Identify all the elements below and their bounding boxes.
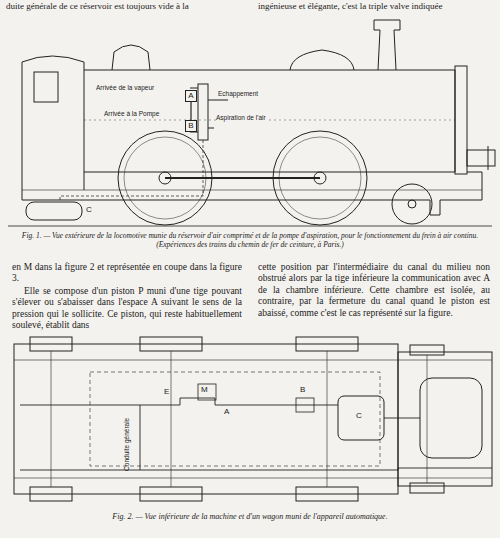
pipe-connector	[190, 102, 191, 120]
body-text: duite générale de ce réservoir est toujo…	[6, 1, 242, 12]
callout-letter: C	[356, 412, 362, 421]
body-text: ingénieuse et élégante, c'est la triple …	[258, 1, 496, 12]
figure-caption: Fig. 1. — Vue extérieure de la locomotiv…	[12, 231, 488, 249]
pipe-label: Conduite générale	[123, 401, 131, 471]
callout-letter: C	[86, 206, 92, 215]
callout-label: Arrivée à la Pompe	[104, 110, 159, 117]
figure-caption: Fig. 2. — Vue inférieure de la machine e…	[12, 512, 488, 522]
valve-box: A	[185, 90, 197, 102]
box-letter: A	[188, 92, 193, 100]
callout-label: Echappement	[218, 90, 258, 97]
callout-label: Arrivée de la vapeur	[96, 84, 154, 91]
callout-letter: B	[300, 386, 305, 395]
callout-letter: E	[164, 388, 169, 397]
valve-box: B	[185, 120, 197, 132]
body-text: cette position par l'intermédiaire du ca…	[258, 262, 490, 319]
callout-letter: A	[224, 408, 229, 417]
body-text: Elle se compose d'un piston P muni d'une…	[12, 286, 242, 332]
callout-letter: M	[201, 386, 208, 395]
box-letter: B	[188, 122, 193, 130]
body-text: en M dans la figure 2 et représentée en …	[12, 262, 242, 285]
callout-label: Aspiration de l'air	[216, 114, 266, 121]
